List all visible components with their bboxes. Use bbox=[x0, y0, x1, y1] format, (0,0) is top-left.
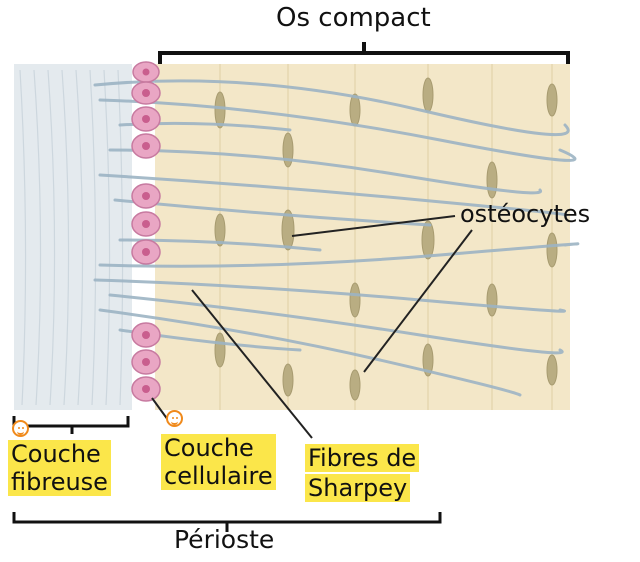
fibres-sharpey-label-line1: Fibres de bbox=[305, 444, 420, 472]
os-compact-bracket bbox=[158, 42, 570, 64]
couche-fibreuse-label: Couche fibreuse bbox=[8, 440, 111, 496]
fibrous-layer-texture bbox=[19, 69, 124, 406]
comment-icon[interactable] bbox=[12, 420, 29, 437]
leader-lines bbox=[151, 215, 473, 439]
osteocytes-label: ostéocytes bbox=[460, 200, 591, 228]
fibres-sharpey-label-line2: Sharpey bbox=[305, 474, 411, 502]
sharpey-fibers bbox=[93, 79, 580, 397]
os-compact-label: Os compact bbox=[276, 3, 431, 33]
cell-nuclei bbox=[142, 68, 150, 393]
couche-fibreuse-bracket bbox=[12, 416, 130, 434]
perioste-label: Périoste bbox=[174, 525, 275, 554]
perioste-bracket bbox=[12, 512, 442, 532]
comment-icon[interactable] bbox=[166, 410, 183, 427]
fibrous-layer-region bbox=[14, 64, 132, 410]
couche-cellulaire-label: Couche cellulaire bbox=[161, 434, 276, 490]
